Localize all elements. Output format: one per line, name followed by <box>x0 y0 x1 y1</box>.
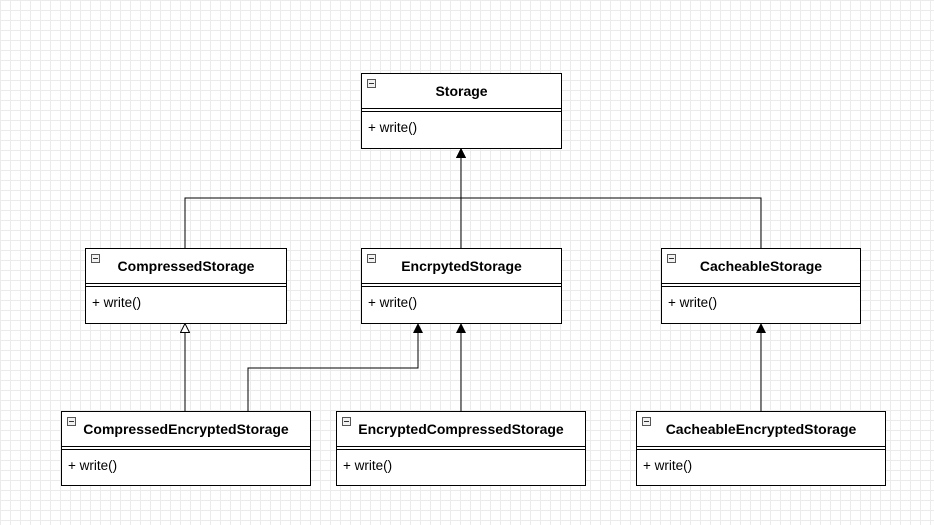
collapse-icon[interactable] <box>642 417 651 426</box>
class-name: CompressedEncryptedStorage <box>83 421 289 437</box>
edge-compressed-to-storage <box>184 148 466 248</box>
class-header: CompressedStorage <box>86 249 286 283</box>
class-cacheable-encrypted-storage[interactable]: CacheableEncryptedStorage + write() <box>636 411 886 486</box>
class-separator <box>337 446 585 450</box>
class-compressed-storage[interactable]: CompressedStorage + write() <box>85 248 287 324</box>
collapse-icon[interactable] <box>342 417 351 426</box>
class-method: + write() <box>368 295 418 310</box>
class-header: EncryptedCompressedStorage <box>337 412 585 446</box>
class-separator <box>362 283 561 287</box>
class-separator <box>662 283 860 287</box>
collapse-icon[interactable] <box>91 254 100 263</box>
class-name: EncryptedCompressedStorage <box>358 421 564 437</box>
class-name: CacheableEncryptedStorage <box>665 421 857 437</box>
class-name: Storage <box>435 83 488 99</box>
collapse-icon[interactable] <box>367 79 376 88</box>
class-header: CacheableEncryptedStorage <box>637 412 885 446</box>
class-encrypted-storage[interactable]: EncrpytedStorage + write() <box>361 248 562 324</box>
class-method: + write() <box>68 458 118 473</box>
class-name: EncrpytedStorage <box>401 258 522 274</box>
class-cacheable-storage[interactable]: CacheableStorage + write() <box>661 248 861 324</box>
collapse-icon[interactable] <box>367 254 376 263</box>
collapse-icon[interactable] <box>667 254 676 263</box>
class-method: + write() <box>368 120 418 135</box>
class-method: + write() <box>92 295 142 310</box>
class-header: CompressedEncryptedStorage <box>62 412 310 446</box>
collapse-icon[interactable] <box>67 417 76 426</box>
class-header: Storage <box>362 74 561 108</box>
class-header: CacheableStorage <box>662 249 860 283</box>
class-name: CompressedStorage <box>117 258 255 274</box>
class-separator <box>86 283 286 287</box>
class-method: + write() <box>643 458 693 473</box>
class-name: CacheableStorage <box>699 258 823 274</box>
edge-cacheable-to-storage <box>456 148 762 248</box>
class-separator <box>62 446 310 450</box>
edge-compressedencrypted-to-encrypted <box>247 323 423 411</box>
class-header: EncrpytedStorage <box>362 249 561 283</box>
class-method: + write() <box>668 295 718 310</box>
class-separator <box>637 446 885 450</box>
class-storage[interactable]: Storage + write() <box>361 73 562 149</box>
class-separator <box>362 108 561 112</box>
class-compressed-encrypted-storage[interactable]: CompressedEncryptedStorage + write() <box>61 411 311 486</box>
class-encrypted-compressed-storage[interactable]: EncryptedCompressedStorage + write() <box>336 411 586 486</box>
class-method: + write() <box>343 458 393 473</box>
